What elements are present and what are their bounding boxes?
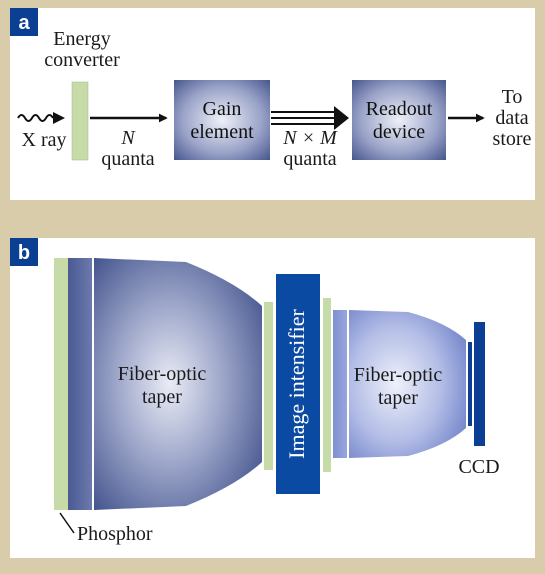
image-intensifier-label: Image intensifier: [284, 309, 309, 459]
xray-label: X ray: [22, 129, 67, 151]
right-taper-faceplate: [333, 310, 347, 458]
nm-quanta-label-line1: N × M: [282, 127, 338, 149]
n-quanta-label-line1: N: [120, 127, 136, 149]
panel-a: [10, 8, 535, 200]
nm-quanta-label-line2: quanta: [283, 148, 336, 170]
gain-element-label-line1: Gain: [203, 98, 242, 120]
xray-arrowhead: [53, 112, 65, 124]
energy-converter-label-line1: Energy: [53, 28, 110, 50]
left-green-layer: [264, 302, 273, 470]
readout-device-label-line2: device: [373, 121, 425, 143]
gain-element-box: [174, 80, 270, 160]
panel-b-tag: b: [18, 242, 30, 264]
energy-converter-label-line2: converter: [44, 49, 120, 71]
ccd-label: CCD: [458, 456, 499, 478]
ccd-front: [468, 342, 472, 426]
right-taper-label-line1: Fiber-optic: [354, 364, 443, 386]
right-fiber-optic-taper: [349, 310, 466, 458]
xray-wave: [17, 114, 54, 122]
image-intensifier: [276, 274, 320, 494]
panel-a-tag: a: [18, 12, 30, 34]
readout-device-box: [352, 80, 446, 160]
left-taper-label-line1: Fiber-optic: [118, 363, 207, 385]
right-taper-label-line2: taper: [378, 387, 418, 409]
to-data-store-line1: To: [502, 86, 523, 108]
energy-converter-plate: [71, 81, 89, 161]
nm-arrowhead: [334, 106, 349, 130]
to-data-store-line2: data: [495, 107, 528, 129]
left-taper-label-line2: taper: [142, 386, 182, 408]
phosphor-leader-line: [59, 512, 75, 534]
panel-b-tag-bg: [10, 238, 38, 266]
right-green-layer: [323, 298, 331, 472]
panel-a-tag-bg: [10, 8, 38, 36]
readout-device-label-line1: Readout: [366, 98, 433, 120]
to-data-store-line3: store: [493, 128, 532, 150]
n-quanta-label-line2: quanta: [101, 148, 154, 170]
gain-element-label-line2: element: [190, 121, 254, 143]
left-fiber-optic-taper: [94, 258, 262, 510]
ccd-chip: [474, 322, 485, 446]
phosphor-label: Phosphor: [77, 523, 153, 545]
phosphor-strip: [54, 258, 68, 510]
left-taper-faceplate: [68, 258, 92, 510]
